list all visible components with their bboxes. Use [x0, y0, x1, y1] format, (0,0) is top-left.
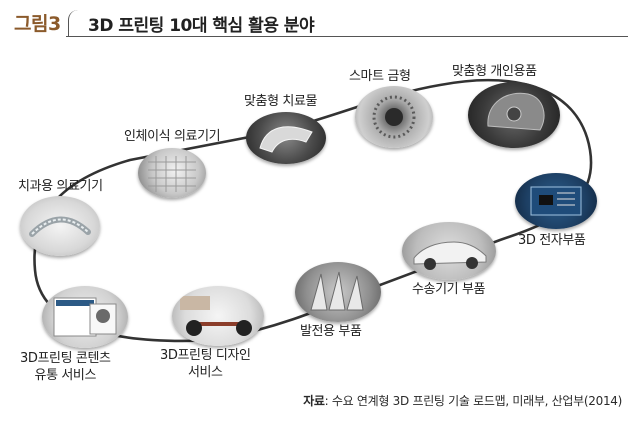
node-car-label: 수송기기 부품 [412, 282, 486, 297]
node-chassis-image [172, 286, 264, 346]
vehicle-chassis-icon [180, 296, 252, 336]
node-content-image [42, 286, 128, 348]
figure-header: 그림3 3D 프린팅 10대 핵심 활용 분야 [0, 0, 640, 46]
node-circuit-label: 3D 전자부품 [518, 233, 586, 248]
source-note: 자료: 수요 연계형 3D 프린팅 기술 로드맵, 미래부, 산업부(2014) [303, 392, 622, 409]
node-chassis-label-line1: 3D프린팅 디자인 [160, 348, 251, 363]
node-content-label: 3D프린팅 콘텐츠 유통 서비스 [20, 350, 111, 384]
helmet-icon [487, 92, 545, 131]
node-content-label-line2: 유통 서비스 [34, 368, 97, 383]
node-helmet-image [468, 82, 560, 148]
dental-aligner-icon [29, 216, 91, 237]
node-mold-label: 스마트 금형 [349, 69, 411, 84]
node-car-image [402, 222, 496, 280]
header-bracket [68, 10, 79, 36]
node-helmet-label: 맞춤형 개인용품 [452, 64, 537, 79]
node-content-label-line1: 3D프린팅 콘텐츠 [20, 351, 111, 366]
node-chassis-label: 3D프린팅 디자인 서비스 [160, 347, 251, 381]
source-text: : 수요 연계형 3D 프린팅 기술 로드맵, 미래부, 산업부(2014) [324, 394, 623, 408]
cast-splint-icon [259, 126, 313, 153]
node-dental-label: 치과용 의료기기 [18, 179, 103, 194]
metal-mold-icon [372, 95, 416, 139]
node-implant-image [138, 148, 206, 198]
node-mold-image [355, 86, 433, 148]
node-turbine-label: 발전용 부품 [300, 324, 362, 339]
figure-label: 그림3 [14, 13, 61, 35]
bone-implant-icon [148, 156, 196, 192]
website-screens-icon [53, 297, 117, 337]
header-rule [66, 36, 628, 37]
turbine-blades-icon [310, 271, 364, 311]
node-cast-label: 맞춤형 치료물 [244, 94, 318, 109]
circuit-board-icon [530, 186, 582, 216]
node-dental-image [20, 196, 100, 256]
node-turbine-image [295, 262, 381, 322]
node-implant-label: 인체이식 의료기기 [124, 129, 221, 144]
node-circuit-image [515, 173, 597, 229]
node-chassis-label-line2: 서비스 [187, 365, 223, 380]
source-prefix: 자료 [303, 394, 325, 408]
car-icon [413, 241, 487, 270]
figure-title: 3D 프린팅 10대 핵심 활용 분야 [88, 16, 315, 36]
node-cast-image [246, 112, 326, 164]
